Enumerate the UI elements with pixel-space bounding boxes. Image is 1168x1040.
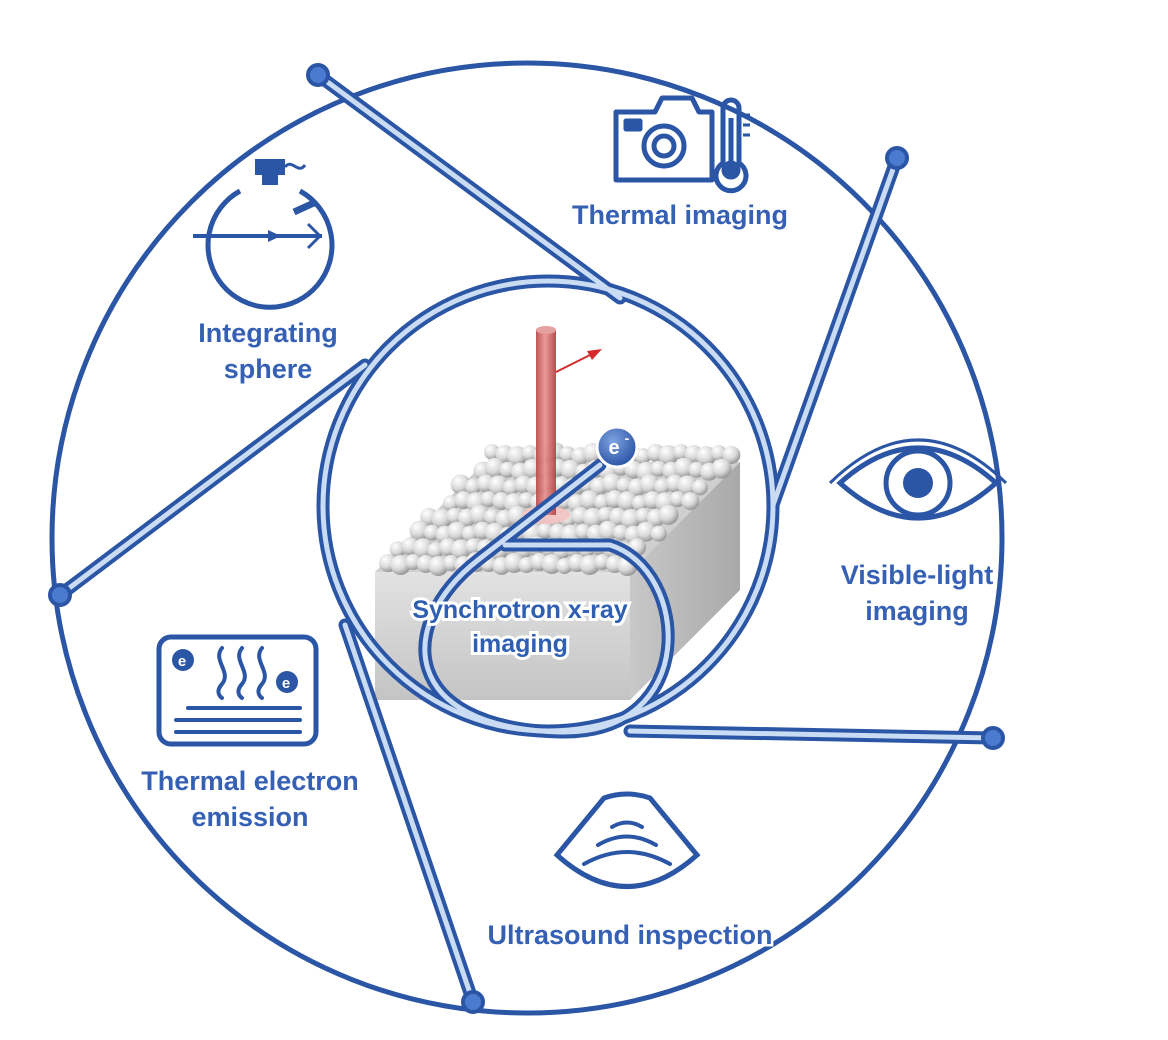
- ring-nodes: [48, 63, 1005, 1014]
- center-label-line1: Synchrotron x-ray: [412, 596, 627, 624]
- powder-particle: [579, 490, 600, 511]
- powder-particle: [504, 553, 524, 573]
- electron-glyph-left: e: [178, 653, 186, 670]
- eye-icon: [828, 438, 1008, 521]
- electron-charge: -: [625, 430, 630, 446]
- integrating-sphere-label-line1: Integrating: [198, 318, 338, 348]
- node-bottom: [461, 990, 485, 1014]
- powder-particle: [409, 520, 430, 541]
- block-side: [630, 462, 740, 700]
- powder-particle: [658, 504, 679, 525]
- ultrasound-wave-icon: [553, 791, 701, 889]
- powder-particle: [598, 520, 619, 541]
- laser-beam: [536, 326, 556, 515]
- camera-thermometer-icon: [613, 95, 750, 194]
- heated-plate-electron-icon: e e: [156, 634, 319, 747]
- scan-direction-arrow: [555, 349, 602, 373]
- visible-light-label-line2: imaging: [865, 596, 969, 626]
- electron-badge: e -: [595, 425, 639, 469]
- visible-light-label-line1: Visible-light: [841, 560, 994, 590]
- powder-particle: [447, 521, 468, 542]
- thermal-electron-label-line2: emission: [191, 802, 308, 832]
- integrating-sphere-icon: [193, 159, 335, 310]
- powder-particle: [601, 473, 622, 494]
- center-label-line2: imaging: [472, 630, 568, 658]
- powder-particle: [488, 475, 509, 496]
- powder-particle: [692, 479, 708, 496]
- powder-particle: [677, 475, 698, 496]
- node-top-right: [885, 146, 909, 170]
- node-left: [48, 583, 72, 607]
- powder-particle: [617, 491, 638, 512]
- powder-particle: [560, 459, 581, 480]
- powder-particle: [450, 474, 471, 495]
- thermal-imaging-label: Thermal imaging: [572, 200, 788, 230]
- node-right: [981, 726, 1005, 750]
- powder-particle: [412, 538, 433, 559]
- powder-particle: [636, 521, 657, 542]
- powder-particle: [639, 474, 660, 495]
- loop-band: [53, 68, 1000, 1009]
- outer-ring: [49, 60, 1005, 1016]
- electron-symbol: e: [608, 437, 619, 459]
- ultrasound-label: Ultrasound inspection: [487, 920, 772, 950]
- electron-glyph-right: e: [282, 675, 290, 692]
- powder-particle: [650, 525, 667, 542]
- powder-particle: [681, 492, 700, 511]
- powder-particle: [469, 504, 490, 525]
- powder-particle: [541, 554, 562, 574]
- powder-particle: [673, 457, 694, 478]
- integrating-sphere-label-line2: sphere: [224, 354, 313, 384]
- node-top: [306, 63, 330, 87]
- powder-particle: [711, 458, 732, 479]
- powder-particle: [722, 446, 741, 464]
- powder-particle: [484, 457, 505, 478]
- thermal-electron-label-line1: Thermal electron: [141, 766, 359, 796]
